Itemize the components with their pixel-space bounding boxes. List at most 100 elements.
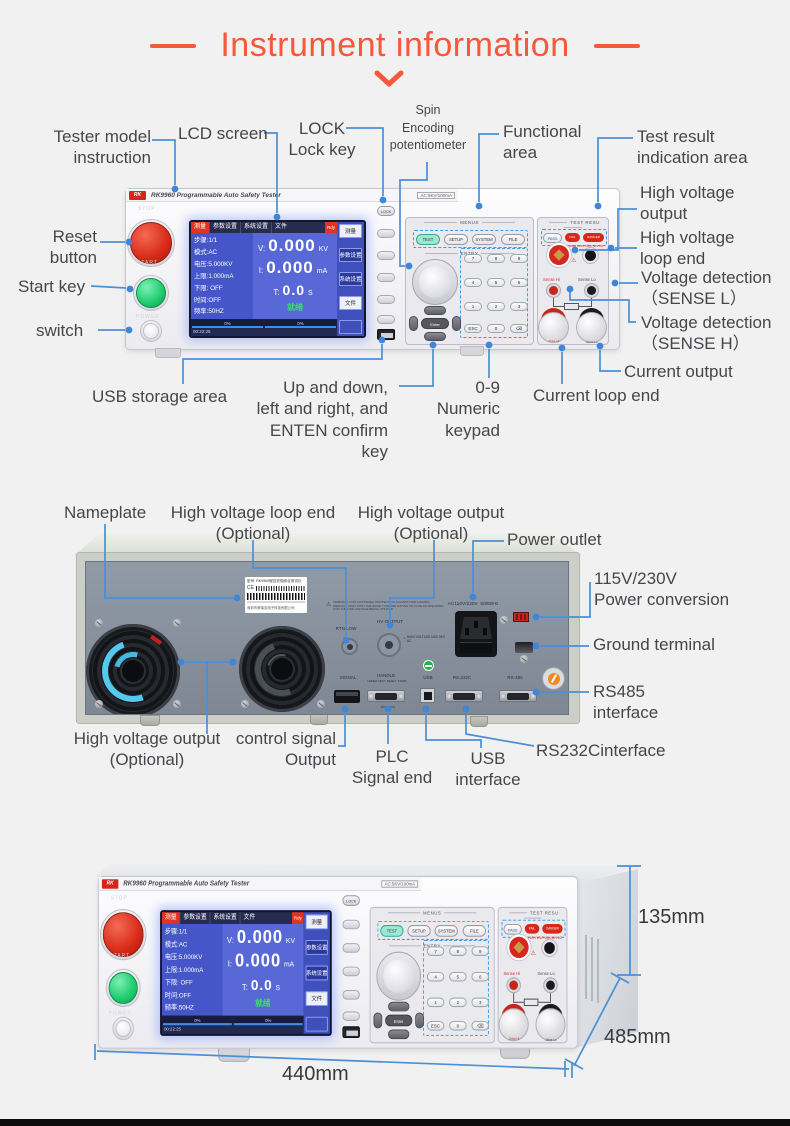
right-arrow-key [452,316,461,331]
current-row: I: 0.000 mA [222,951,300,972]
danger-indicator: DANGER [583,233,604,242]
key-backspace: ⌫ [471,1020,489,1031]
key-5: 5 [487,278,505,287]
entry-title: ENTRY [371,943,494,948]
lcd-softkey-column: 测量 参数设置 系统设置 文件 [337,222,364,336]
down-arrow-key [388,1029,410,1040]
lcd-tab-system: 系统设置 [209,912,240,924]
rtn-low-hole [341,638,358,655]
progress-right-value: 0% [265,1017,272,1024]
callout-usb-interface: USB interface [455,749,521,790]
key-6: 6 [510,278,528,287]
callout-ground-terminal: Ground terminal [593,635,715,654]
power-label: POWER [136,314,160,320]
screw [500,616,508,624]
hv-loop-terminal [585,250,596,261]
page-title: Instrument information [220,26,570,64]
usb-port [420,688,435,703]
key-9: 9 [471,946,489,956]
ac-rating-label: AC110V/220V 50/60Hz [447,602,499,607]
nameplate: 型号: RK9960程控安规综合测试仪 CE 深圳市美瑞克电子科技有限公司 [245,577,307,613]
warning-triangle-icon: ⚠ [326,602,332,608]
lcd-tab-file: 文件 [271,222,290,233]
sense-wire-left [513,993,515,1002]
current-output-terminal [576,312,607,343]
progress-right-value: 0% [297,321,304,326]
key-7: 7 [426,946,445,956]
v-unit: KV [285,937,295,946]
brand-logo: RK [101,878,119,889]
nameplate-barcode-small [255,585,305,591]
lcd-menu-bar: 测量 参数设置 系统设置 文件 Rdy [191,222,337,233]
lcd-clock: 00:22:25 [162,1025,304,1034]
callout-reset-button: Reset button [49,227,97,268]
sense-lo-terminal [546,980,555,991]
front-device: RK RK9960 Programmable Auto Safety Teste… [98,876,579,1049]
screw [173,619,181,627]
green-cert-icon [423,660,434,671]
v-label: V: [257,244,266,253]
start-label: START [109,952,130,960]
fail-indicator: FAIL [524,923,540,934]
test-resu-title: TEST RESU [499,910,567,921]
t-label: T: [273,288,280,297]
v-value: 0.000 [236,927,284,948]
functional-area-panel: MENUS TEST SETUP SYSTEM FILE ENTRY 7 8 9… [369,906,495,1044]
up-arrow-key [388,1001,410,1012]
i-value: 0.000 [234,950,282,971]
lcd-tab-params: 参数设置 [179,912,209,924]
back-foot-3 [470,716,488,727]
callout-nameplate: Nameplate [64,503,147,522]
lcd-tab-system: 系统设置 [240,222,271,233]
warning-block: ⚠ WARNING: FOR CONTINUED PROTECTION AGAI… [326,600,444,619]
progress-right: 0% [265,320,336,328]
f2-key [342,943,360,953]
lcd-menu-bar: 测量 参数设置 系统设置 文件 Rdy [162,912,304,924]
softkey-blank [305,1016,328,1032]
rating-text: AC:5KV/100mA [417,191,455,199]
lcd-tab-params: 参数设置 [209,222,240,233]
enter-key: Enter [385,1014,413,1027]
pass-indicator: PASS [543,232,562,243]
iso-side-face [575,869,638,1048]
back-foot-2 [310,714,328,725]
t-label: T: [241,982,248,993]
key-4: 4 [464,278,482,287]
sense-hi-label: Sense Hi [543,277,560,282]
lcd-param-list: 步骤:1/1 模式:AC 电压:5.000KV 上限:1.000mA 下限: O… [162,923,223,1016]
menus-selection-box [377,920,489,940]
menus-title: MENUS [406,220,533,225]
width-dimension: 440mm [282,1063,349,1085]
lcd-param-list: 步骤:1/1 模式:AC 电压:5.000KV 上限:1.000mA 下限: O… [191,233,253,319]
up-arrow-key [424,306,446,315]
sense-lo-terminal [587,286,596,295]
enter-key: Enter [421,318,449,329]
hv-output-label: HV OUTPUT [376,619,403,624]
signal-connector [334,690,360,703]
callout-hv-output: High voltage output [640,183,735,224]
key-esc: ESC [464,324,482,333]
test-key: TEST [380,924,404,937]
sense-hi-label: Sense Hi [503,970,520,977]
drive-hi-label: Drive Hi [548,339,560,343]
lcd-tab-measure: 测量 [191,222,210,233]
callout-usb-storage: USB storage area [92,387,228,406]
callout-power-conversion: 115V/230V Power conversion [594,569,730,610]
reset-button [102,912,144,958]
i-unit: mA [316,268,328,275]
voltage-row: V: 0.000 KV [253,236,333,256]
callout-lcd-screen: LCD screen [178,124,268,143]
power-inlet [455,611,497,657]
lcd-clock: 00:22:25 [191,328,337,336]
power-label: POWER [108,1010,132,1017]
front-device: RK RK9960 Programmable Auto Safety Teste… [125,188,620,350]
danger-indicator: DANGER [542,923,563,934]
fan-grille-left [86,624,180,714]
height-dimension: 135mm [638,906,705,928]
sense-hi-terminal [549,286,558,295]
setup-key: SETUP [444,233,468,245]
current-output-terminal [535,1008,566,1042]
f5-key [342,1011,360,1021]
progress-left: 0% [162,1016,232,1026]
callout-current-output: Current output [624,362,733,381]
